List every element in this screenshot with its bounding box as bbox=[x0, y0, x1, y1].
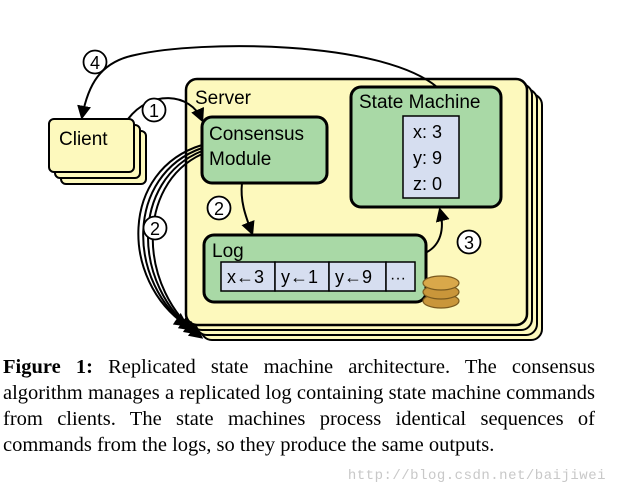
caption-text: Replicated state machine architecture. T… bbox=[3, 356, 595, 456]
svg-text:2: 2 bbox=[214, 199, 224, 219]
log-entry: ··· bbox=[390, 270, 406, 287]
architecture-diagram: Client Server Consensus Module State Mac… bbox=[48, 45, 543, 341]
consensus-label-line2: Module bbox=[209, 149, 271, 170]
figure-caption: Figure 1: Replicated state machine archi… bbox=[3, 354, 595, 458]
server-label: Server bbox=[195, 88, 252, 109]
client-label: Client bbox=[59, 129, 108, 150]
log-entry: y←9 bbox=[335, 267, 372, 287]
state-value: z: 0 bbox=[413, 174, 442, 194]
svg-text:4: 4 bbox=[90, 53, 100, 73]
arrow-log-to-state-machine bbox=[426, 207, 450, 253]
arrow-client-to-consensus bbox=[127, 97, 205, 123]
consensus-label-line1: Consensus bbox=[209, 124, 304, 145]
log-entry: y←1 bbox=[281, 267, 318, 287]
client-box: Client bbox=[48, 118, 147, 185]
svg-text:2: 2 bbox=[150, 219, 160, 239]
step-3-badge: 3 bbox=[456, 229, 482, 255]
arrow-state-machine-to-client bbox=[77, 45, 438, 120]
consensus-module: Consensus Module bbox=[200, 115, 329, 185]
state-machine-label: State Machine bbox=[359, 92, 480, 113]
step-4-badge: 4 bbox=[82, 49, 108, 75]
svg-text:1: 1 bbox=[149, 101, 159, 121]
arrow-consensus-to-replicas bbox=[137, 144, 203, 327]
watermark: http://blog.csdn.net/baijiwei bbox=[347, 468, 606, 484]
step-2-badge: 2 bbox=[206, 195, 232, 221]
log: Log x←3 y←1 y←9 ··· bbox=[202, 233, 428, 304]
state-machine: State Machine x: 3 y: 9 z: 0 bbox=[349, 85, 503, 209]
arrow-consensus-to-log bbox=[240, 182, 255, 236]
log-label: Log bbox=[212, 241, 244, 262]
state-value: y: 9 bbox=[413, 148, 442, 168]
step-2-badge-replicas: 2 bbox=[142, 215, 168, 241]
svg-text:3: 3 bbox=[464, 233, 474, 253]
step-badges: 1 2 2 3 4 bbox=[82, 49, 482, 255]
state-value: x: 3 bbox=[413, 122, 442, 142]
log-entry: x←3 bbox=[227, 267, 264, 287]
step-1-badge: 1 bbox=[141, 97, 167, 123]
disk-storage-icon bbox=[422, 275, 460, 309]
figure-label: Figure 1: bbox=[3, 356, 93, 378]
